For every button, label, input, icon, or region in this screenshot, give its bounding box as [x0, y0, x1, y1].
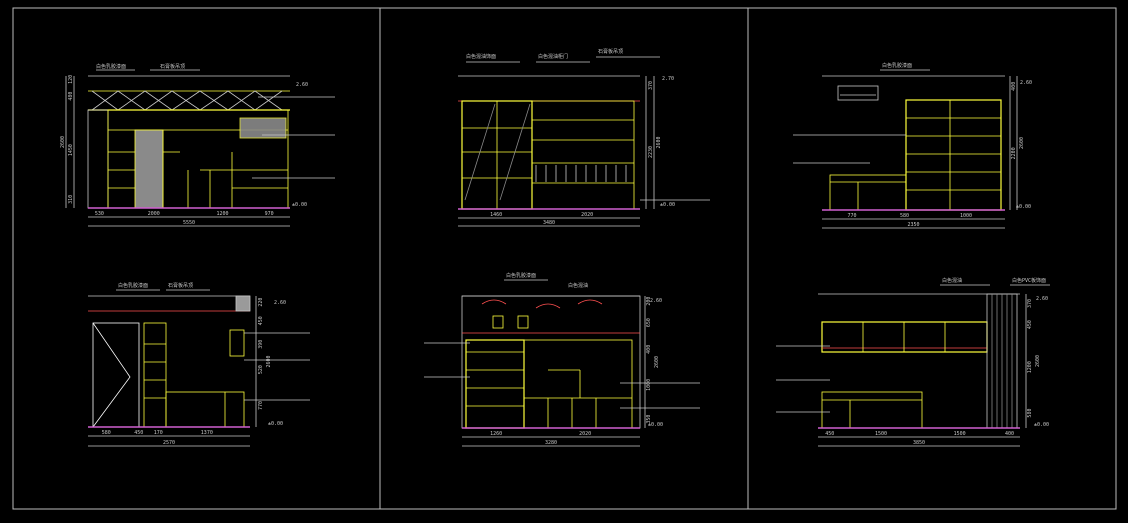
- h-dim-label: 770: [847, 213, 856, 219]
- note-c1: 白色乳胶漆面: [882, 62, 912, 69]
- level-floor-c: ±0.00: [1016, 204, 1031, 210]
- note-f1: 白色混油: [942, 277, 962, 284]
- elevation-d: 白色乳胶漆面 石膏板吊顶 2.60 ±0.00: [88, 282, 310, 447]
- v-dim-label: 390: [258, 340, 264, 349]
- sheet-border: [12, 7, 1117, 510]
- note-e2: 白色混油: [568, 282, 588, 289]
- note-d1: 白色乳胶漆面: [118, 282, 148, 289]
- v-total-label: 2600: [654, 356, 660, 368]
- h-dim-label: 1200: [216, 211, 228, 217]
- h-dim-label: 580: [102, 430, 111, 436]
- v-dim-label: 450: [1027, 320, 1033, 329]
- v-dim-label: 650: [646, 318, 652, 327]
- v-dim-label: 1000: [646, 379, 652, 391]
- h-dim-label: 1260: [490, 431, 502, 437]
- h-dim-label: 580: [900, 213, 909, 219]
- h-dim-label: 1000: [960, 213, 972, 219]
- level-top-a: 2.60: [296, 82, 308, 88]
- level-top-c: 2.60: [1020, 80, 1032, 86]
- v-dim-label: 480: [68, 92, 74, 101]
- v-dim-label: 400: [1011, 82, 1017, 91]
- h-dim-label: 400: [1005, 431, 1014, 437]
- h-dim-label: 450: [825, 431, 834, 437]
- v-dim-label: 370: [1027, 299, 1033, 308]
- note-b2: 白色混油柜门: [538, 53, 568, 60]
- h-total-label: 5550: [183, 220, 195, 226]
- v-dim-label: 520: [258, 365, 264, 374]
- v-dim-label: 310: [68, 195, 74, 204]
- level-floor-a: ±0.00: [292, 202, 307, 208]
- v-total-label: 2600: [656, 136, 662, 148]
- h-total-label: 3850: [913, 440, 925, 446]
- h-dim-label: 2020: [581, 212, 593, 218]
- note-a2: 石膏板吊顶: [160, 63, 185, 70]
- note-d2: 石膏板吊顶: [168, 282, 193, 289]
- v-dim-label: 350: [646, 415, 652, 424]
- v-dim-label: 770: [258, 401, 264, 410]
- level-top-e: 2.60: [650, 298, 662, 304]
- elevation-b: 白色混油饰面 白色混油柜门 石膏板吊顶 2.70 ±0.00: [458, 48, 710, 227]
- h-dim-label: 2020: [579, 431, 591, 437]
- level-top-d: 2.60: [274, 300, 286, 306]
- v-total-label: 2600: [1019, 137, 1025, 149]
- h-dim-label: 1370: [201, 430, 213, 436]
- h-dim-label: 2000: [148, 211, 160, 217]
- h-dim-label: 1460: [490, 212, 502, 218]
- v-dim-label: 1450: [68, 144, 74, 156]
- elevation-f: 白色混油 白色PVC板饰面 2.60 ±0.00: [776, 277, 1050, 447]
- level-floor-b: ±0.00: [660, 202, 675, 208]
- h-dim-label: 970: [265, 211, 274, 217]
- note-a1: 白色乳胶漆面: [96, 63, 126, 70]
- h-dim-label: 1500: [954, 431, 966, 437]
- level-top-b: 2.70: [662, 76, 674, 82]
- h-total-label: 2570: [163, 440, 175, 446]
- v-dim-label: 400: [646, 345, 652, 354]
- v-dim-label: 450: [258, 316, 264, 325]
- note-f2: 白色PVC板饰面: [1012, 277, 1046, 284]
- h-total-label: 3280: [545, 440, 557, 446]
- v-dim-label: 1200: [1027, 361, 1033, 373]
- elevation-a: 白色乳胶漆面 石膏板吊顶 2.60 ±0.00: [65, 63, 335, 227]
- elevation-e: 白色乳胶漆面 白色混油 2.60 ±0.00: [424, 272, 700, 447]
- v-dim-label: 580: [1027, 409, 1033, 418]
- note-b3: 石膏板吊顶: [598, 48, 623, 55]
- h-dim-label: 1500: [875, 431, 887, 437]
- h-dim-label: 450: [134, 430, 143, 436]
- v-dim-label: 2200: [1011, 147, 1017, 159]
- level-floor-f: ±0.00: [1034, 422, 1049, 428]
- v-dim-label: 120: [68, 75, 74, 84]
- v-dim-label: 220: [258, 298, 264, 307]
- v-dim-label: 2230: [648, 146, 654, 158]
- elevation-c: 白色乳胶漆面 2.60 ±0.00: [793, 62, 1032, 229]
- v-total-label: 2600: [266, 355, 272, 367]
- h-total-label: 2350: [907, 222, 919, 228]
- v-total-label: 2600: [60, 136, 66, 148]
- h-dim-label: 170: [154, 430, 163, 436]
- v-dim-label: 370: [648, 81, 654, 90]
- note-b1: 白色混油饰面: [466, 53, 496, 60]
- v-total-label: 2600: [1035, 355, 1041, 367]
- h-total-label: 3480: [543, 220, 555, 226]
- dimension-labels: 530 2000 1200 970 5550 120 480 1450 310 2600 1460 2…: [60, 75, 1041, 446]
- level-floor-e: ±0.00: [648, 422, 663, 428]
- level-top-f: 2.60: [1036, 296, 1048, 302]
- h-dim-label: 530: [95, 211, 104, 217]
- level-floor-d: ±0.00: [268, 421, 283, 427]
- v-dim-label: 200: [646, 297, 652, 306]
- note-e1: 白色乳胶漆面: [506, 272, 536, 279]
